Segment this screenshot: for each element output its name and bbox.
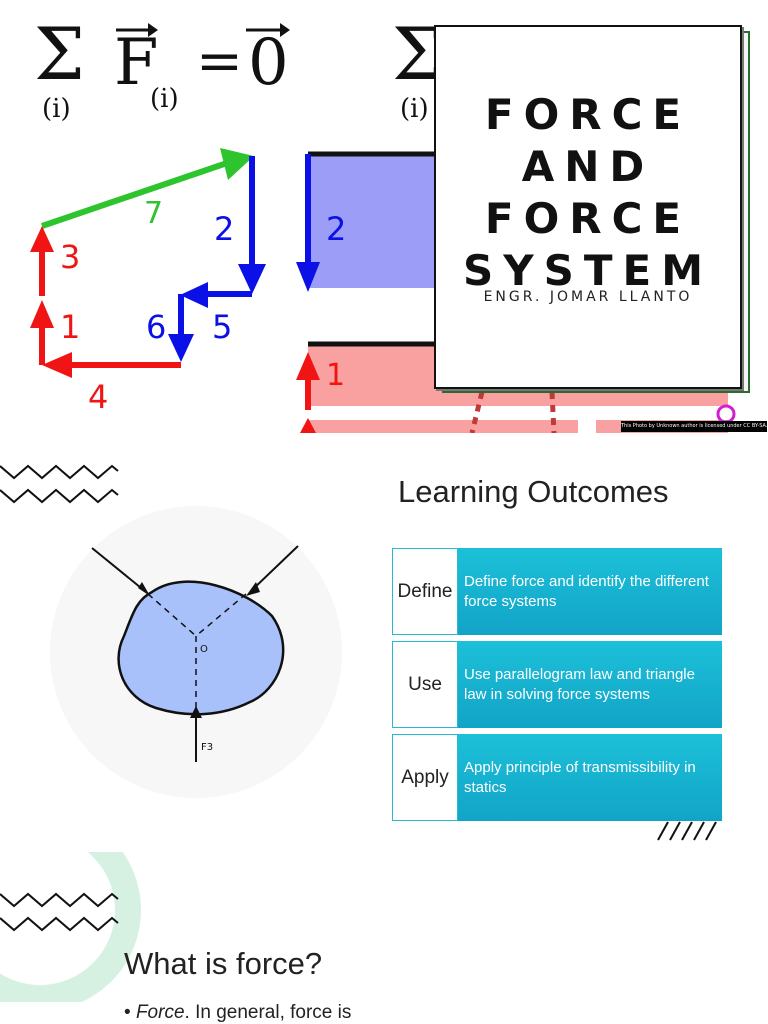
- equation-sum-symbol: Σ: [34, 12, 85, 96]
- hatch-decoration-icon: [657, 821, 717, 841]
- slide-heading: What is force?: [124, 946, 323, 981]
- polygon-label-3: 3: [60, 238, 81, 276]
- equation-sum-index: (i): [42, 94, 71, 124]
- title-card: FORCE AND FORCE SYSTEM ENGR. JOMAR LLANT…: [434, 25, 742, 389]
- learning-outcomes-slide: O F3 Learning Outcomes Define Define for…: [0, 442, 768, 842]
- outcome-description: Apply principle of transmissibility in s…: [458, 734, 722, 821]
- outcome-row-apply: Apply Apply principle of transmissibilit…: [392, 734, 722, 821]
- polygon-label-1: 1: [60, 308, 81, 346]
- bullet-text: . In general, force is: [184, 1002, 352, 1023]
- outcome-key: Use: [392, 641, 458, 728]
- equation-force-index: (i): [150, 84, 179, 114]
- title-slide: Σ (i) F (i) = 0 Σ (i): [0, 0, 768, 433]
- zigzag-decoration-icon: [0, 892, 119, 932]
- vector-arrow-icon: [116, 23, 158, 37]
- equation-zero-vector: 0: [248, 26, 289, 100]
- polygon-label-6: 6: [146, 308, 167, 346]
- bullet-item: • Force. In general, force is: [124, 1002, 351, 1024]
- force-polygon-diagram: [30, 148, 266, 378]
- deck-title: FORCE AND FORCE SYSTEM: [462, 90, 714, 295]
- vector-arrow-icon: [246, 23, 290, 37]
- outcome-key: Apply: [392, 734, 458, 821]
- equation-force-symbol: F: [114, 26, 159, 100]
- polygon-label-5: 5: [212, 308, 233, 346]
- rigid-body-diagram: [50, 506, 342, 798]
- bar-label-1: 1: [326, 358, 346, 393]
- outcome-row-use: Use Use parallelogram law and triangle l…: [392, 641, 722, 728]
- outcome-description: Define force and identify the different …: [458, 548, 722, 635]
- zigzag-decoration-icon: [0, 464, 119, 504]
- learning-outcomes-heading: Learning Outcomes: [398, 474, 669, 509]
- arc-decoration-icon: [0, 852, 141, 1002]
- polygon-label-4: 4: [88, 378, 109, 416]
- photo-credit[interactable]: This Photo by Unknown author is licensed…: [621, 421, 767, 432]
- bullet-term: Force: [135, 1002, 185, 1023]
- polygon-label-2: 2: [214, 210, 235, 248]
- polygon-label-7: 7: [144, 196, 164, 231]
- bullet-marker: •: [124, 1002, 131, 1023]
- what-is-force-slide: What is force? • Force. In general, forc…: [0, 852, 768, 1024]
- equation-sum-index-right: (i): [400, 94, 429, 124]
- outcome-key: Define: [392, 548, 458, 635]
- outcome-row-define: Define Define force and identify the dif…: [392, 548, 722, 635]
- diagram-force-label: F3: [201, 742, 214, 753]
- outcome-description: Use parallelogram law and triangle law i…: [458, 641, 722, 728]
- equation-equals: =: [196, 29, 243, 94]
- bar-label-2: 2: [326, 210, 347, 248]
- diagram-point-label: O: [200, 644, 208, 655]
- author-name: ENGR. JOMAR LLANTO: [483, 289, 693, 305]
